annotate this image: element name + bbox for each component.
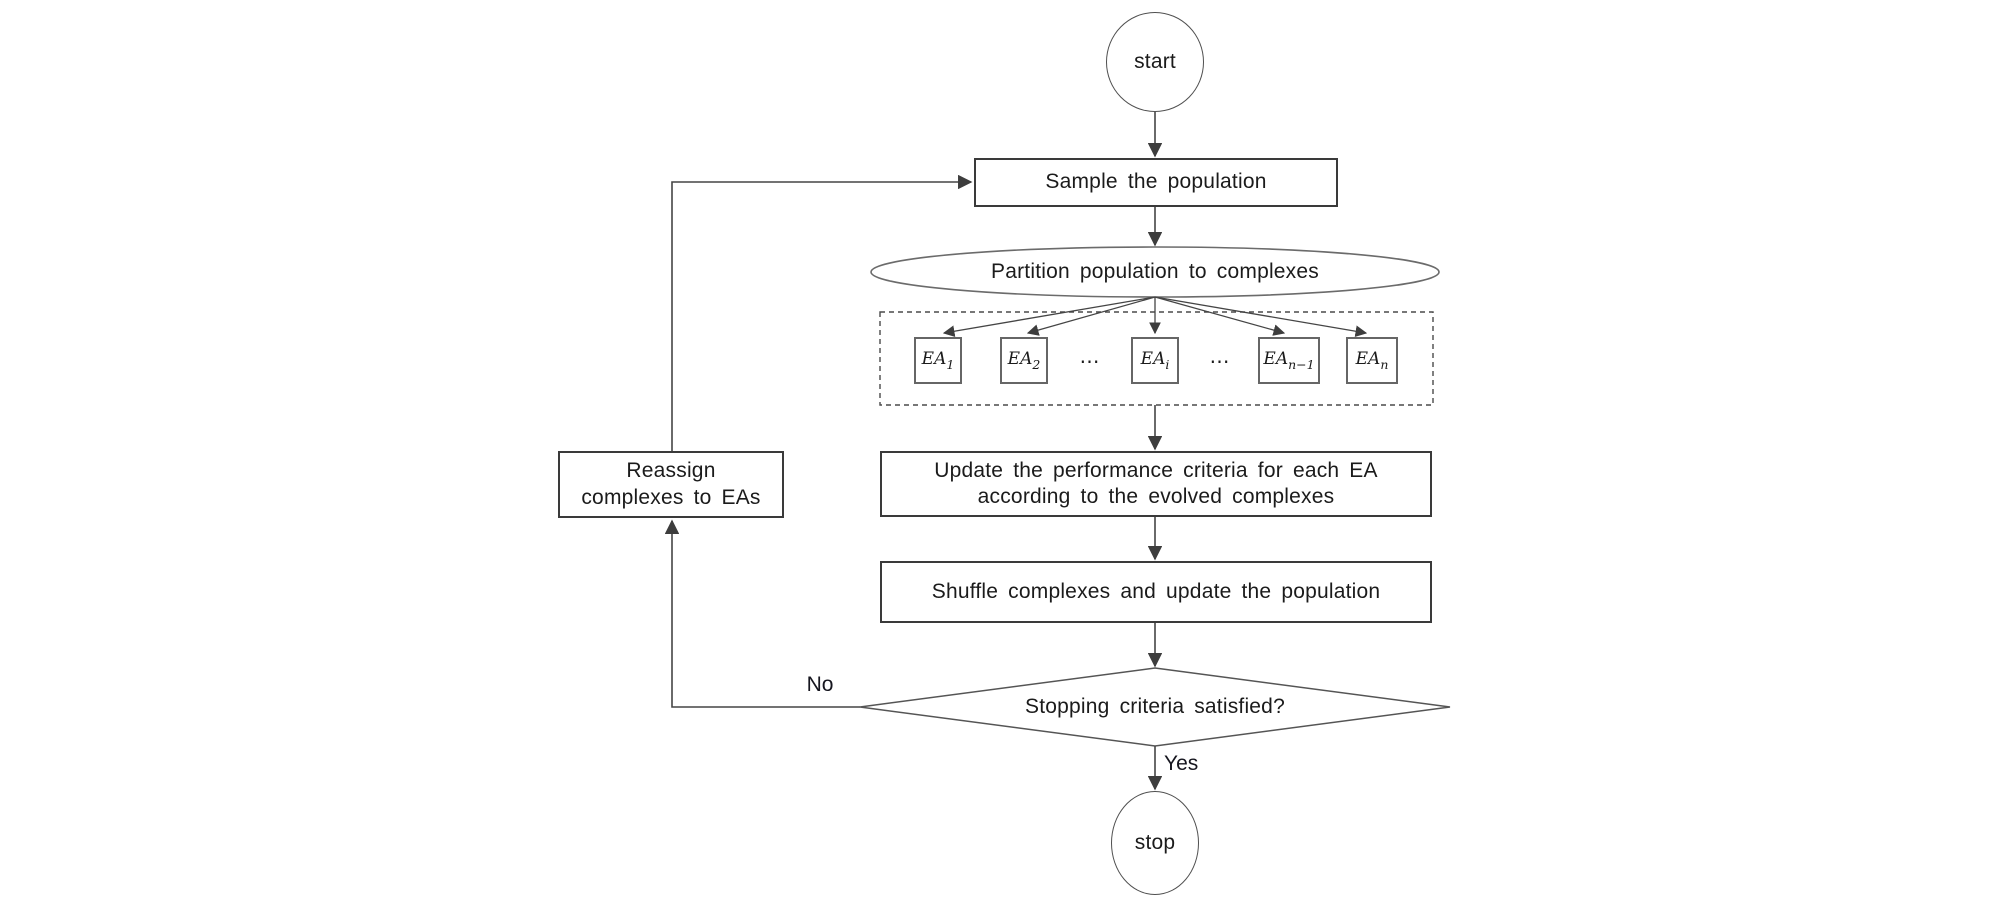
sample-population-label: Sample the population: [1045, 170, 1267, 194]
ea-box-i: EAi: [1131, 337, 1179, 384]
edge-partition-to-ea2: [1026, 296, 1156, 336]
ea-box-n: EAn: [1346, 337, 1398, 384]
edge-decision-no-to-reassign: [664, 519, 860, 708]
stop-node: stop: [1111, 791, 1199, 895]
ea-box-n-1: EAn−1: [1258, 337, 1320, 384]
reassign-complexes-node: Reassign complexes to EAs: [558, 451, 784, 518]
no-edge-label: No: [806, 673, 834, 696]
edge-partition-to-ea1: [942, 296, 1156, 337]
ea-box-i-label: EAi: [1140, 349, 1170, 373]
update-criteria-node: Update the performance criteria for each…: [880, 451, 1432, 517]
start-node: start: [1106, 12, 1204, 112]
ea-box-n-1-label: EAn−1: [1263, 349, 1315, 373]
decision-node-label: Stopping criteria satisfied?: [1025, 694, 1285, 718]
ea-box-1-label: EA1: [921, 349, 955, 373]
sample-population-node: Sample the population: [974, 158, 1338, 207]
edge-partition-to-ean1: [1154, 296, 1286, 336]
edge-partition-to-ean: [1154, 296, 1368, 337]
ea-group-dashed-box: [879, 311, 1434, 406]
ea-box-1: EA1: [914, 337, 962, 384]
ea-box-2: EA2: [1000, 337, 1048, 384]
ea-box-2-label: EA2: [1007, 349, 1041, 373]
ea-ellipsis-right: ⋯: [1209, 348, 1231, 373]
ea-box-n-label: EAn: [1355, 349, 1389, 373]
ea-ellipsis-left: ⋯: [1079, 348, 1101, 373]
stop-label: stop: [1134, 830, 1176, 854]
shuffle-complexes-node: Shuffle complexes and update the populat…: [880, 561, 1432, 623]
edge-reassign-to-sample: [671, 174, 973, 451]
yes-edge-label: Yes: [1164, 752, 1199, 775]
start-label: start: [1134, 49, 1176, 73]
partition-node-label: Partition population to complexes: [991, 259, 1319, 283]
